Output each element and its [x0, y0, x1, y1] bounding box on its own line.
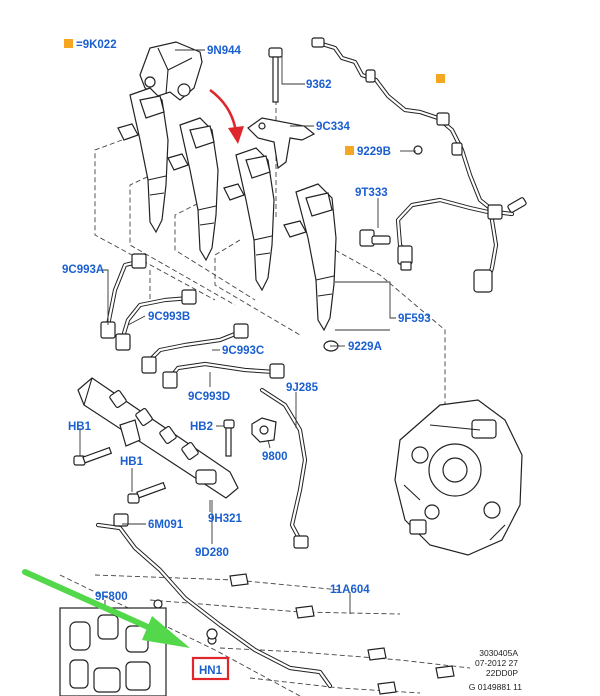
bolt-9362: [268, 47, 283, 103]
nut-HN1: [206, 628, 218, 640]
reference-line-1: 3030405A: [479, 648, 518, 658]
red-direction-arrow-icon: [209, 88, 244, 144]
label-9229A: 9229A: [348, 341, 382, 353]
label-9H321: 9H321: [208, 513, 242, 525]
bracket-9C334: [247, 117, 316, 170]
injector-2: [167, 117, 219, 262]
label-9C993D: 9C993D: [188, 391, 230, 403]
part-labels: =9K022 9N944 9362 9C334 9229B 9T333 9C99…: [62, 39, 431, 677]
hn1-highlight-box: [191, 656, 230, 681]
reference-line-3: 22DD0P: [486, 668, 518, 678]
label-11A604: 11A604: [330, 584, 370, 596]
bolt-HB1-upper: [73, 446, 113, 466]
label-9362: 9362: [306, 79, 332, 91]
injector-3: [223, 147, 275, 292]
label-9T333: 9T333: [355, 187, 388, 199]
label-9J285: 9J285: [286, 382, 319, 394]
leader-lines: [79, 49, 416, 614]
label-HB2: HB2: [190, 421, 213, 433]
label-9C993A: 9C993A: [62, 264, 104, 276]
label-9D280: 9D280: [195, 547, 229, 559]
label-9C993C: 9C993C: [222, 345, 264, 357]
label-9C993B: 9C993B: [148, 311, 190, 323]
reference-line-4: G 0149881 11: [469, 682, 523, 692]
label-9C334: 9C334: [316, 121, 350, 133]
reference-line-2: 07-2012 27: [475, 658, 518, 668]
inset-box-9F800: [59, 607, 167, 696]
label-HN1: HN1: [199, 665, 223, 677]
reference-block: 3030405A 07-2012 27 22DD0P G 0149881 11: [469, 648, 523, 692]
label-HB1-lower: HB1: [120, 456, 144, 468]
bolt-HB2: [223, 419, 235, 457]
label-9800: 9800: [262, 451, 288, 463]
high-pressure-pump: [394, 399, 523, 556]
fuel-rail-9D280: [77, 377, 239, 499]
orange-marker-icon: [345, 146, 354, 155]
fuel-pipes-9C993: [100, 253, 309, 549]
label-9F593: 9F593: [398, 313, 431, 325]
injector-4: [283, 183, 337, 332]
label-9F800: 9F800: [95, 591, 128, 603]
green-pointer-arrow-icon: [22, 569, 190, 648]
nut-small: [153, 599, 163, 609]
injector-1: [117, 87, 169, 234]
label-9229B: 9229B: [357, 146, 391, 158]
label-9N944: 9N944: [207, 45, 241, 57]
glow-plugs-11A604: [229, 573, 455, 695]
bolt-HB1-lower: [127, 481, 167, 504]
fuel-return-hose-9T333: [311, 37, 527, 293]
clip-9800: [251, 417, 277, 443]
label-HB1-upper: HB1: [68, 421, 92, 433]
orange-marker-icon: [436, 74, 445, 83]
label-6M091: 6M091: [148, 519, 184, 531]
orange-marker-icon: [64, 39, 73, 48]
label-9K022: =9K022: [76, 39, 117, 51]
dashed-guide-lines: [59, 100, 471, 696]
